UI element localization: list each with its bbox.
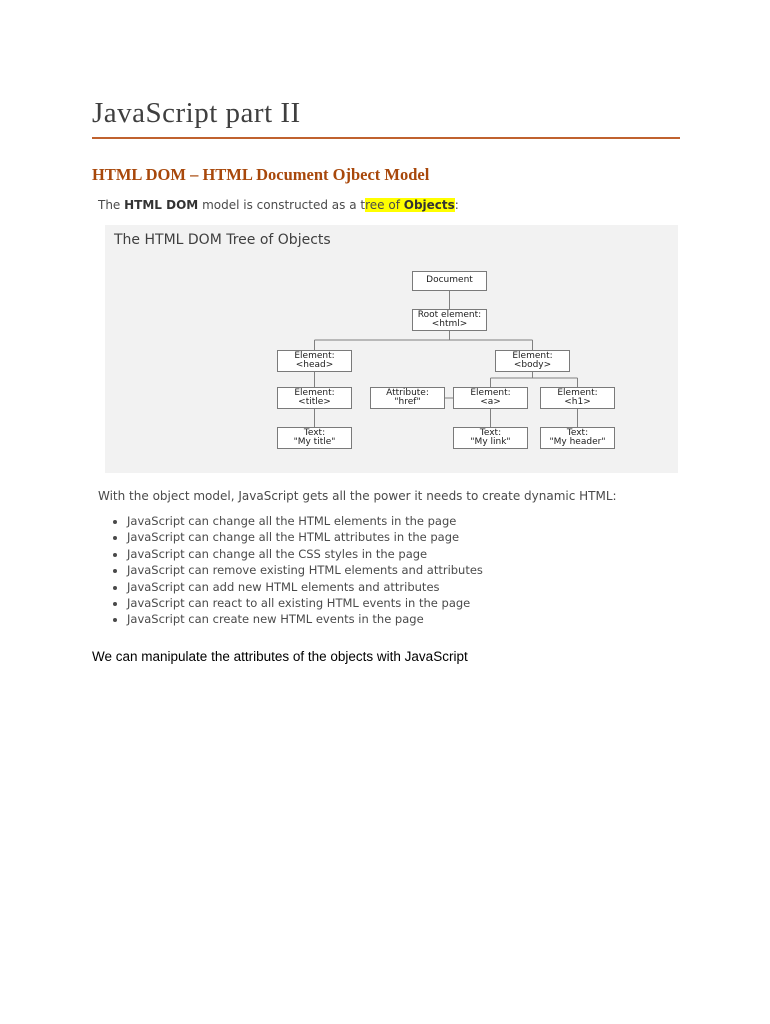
node-head-line2: <head> [295,360,334,370]
node-text-header-line2: "My header" [549,437,606,447]
intro-bold-html-dom: HTML DOM [124,198,199,212]
footer-paragraph: We can manipulate the attributes of the … [92,648,468,664]
node-attribute-href: Attribute: "href" [370,387,445,409]
node-href-line2: "href" [394,397,421,407]
dom-tree-diagram: The HTML DOM Tree of Objects Document Ro… [105,225,678,473]
bullet-item: JavaScript can react to all existing HTM… [127,595,680,611]
tree-connector-lines [314,291,578,427]
intro-paragraph: The HTML DOM model is constructed as a t… [98,198,680,212]
bullet-item: JavaScript can add new HTML elements and… [127,579,680,595]
node-title-line2: <title> [298,397,331,407]
node-text-link-line2: "My link" [470,437,511,447]
intro-text-3: : [454,198,459,212]
node-head-line1: Element: [294,350,335,361]
node-a-line1: Element: [470,387,511,398]
lead-paragraph: With the object model, JavaScript gets a… [98,489,617,503]
node-a-line2: <a> [480,397,501,407]
node-h1-line2: <h1> [564,397,591,407]
node-document-label: Document [426,275,473,286]
bullet-item: JavaScript can create new HTML events in… [127,611,680,627]
node-text-title-line2: "My title" [293,437,336,447]
node-element-h1: Element: <h1> [540,387,615,409]
node-root-line2: <html> [431,319,468,329]
node-h1-line1: Element: [557,387,598,398]
page-title: JavaScript part II [92,97,301,129]
node-root-line1: Root element: [417,309,482,320]
node-title-line1: Element: [294,387,335,398]
section-heading: HTML DOM – HTML Document Ojbect Model [92,165,430,184]
bullet-item: JavaScript can change all the HTML eleme… [127,513,680,529]
intro-highlight: ree of [365,198,404,212]
diagram-title: The HTML DOM Tree of Objects [114,232,331,248]
node-text-my-link: Text: "My link" [453,427,528,449]
node-root-element: Root element: <html> [412,309,487,331]
node-text-header-line1: Text: [566,427,589,438]
node-text-my-header: Text: "My header" [540,427,615,449]
intro-text-2: model is constructed as a t [198,198,366,212]
node-document: Document [412,271,487,291]
node-element-a: Element: <a> [453,387,528,409]
node-text-title-line1: Text: [303,427,326,438]
node-body-line2: <body> [513,360,552,370]
node-element-title: Element: <title> [277,387,352,409]
feature-list: JavaScript can change all the HTML eleme… [92,513,680,628]
node-element-body: Element: <body> [495,350,570,372]
node-href-line1: Attribute: [386,387,429,398]
bullet-item: JavaScript can remove existing HTML elem… [127,562,680,578]
bullet-item: JavaScript can change all the CSS styles… [127,546,680,562]
connector-path [314,291,578,427]
title-rule [92,137,680,139]
node-body-line1: Element: [512,350,553,361]
node-element-head: Element: <head> [277,350,352,372]
node-text-my-title: Text: "My title" [277,427,352,449]
intro-highlight-bold: Objects [403,198,455,212]
bullet-item: JavaScript can change all the HTML attri… [127,529,680,545]
node-text-link-line1: Text: [479,427,502,438]
intro-text-1: The [98,198,125,212]
